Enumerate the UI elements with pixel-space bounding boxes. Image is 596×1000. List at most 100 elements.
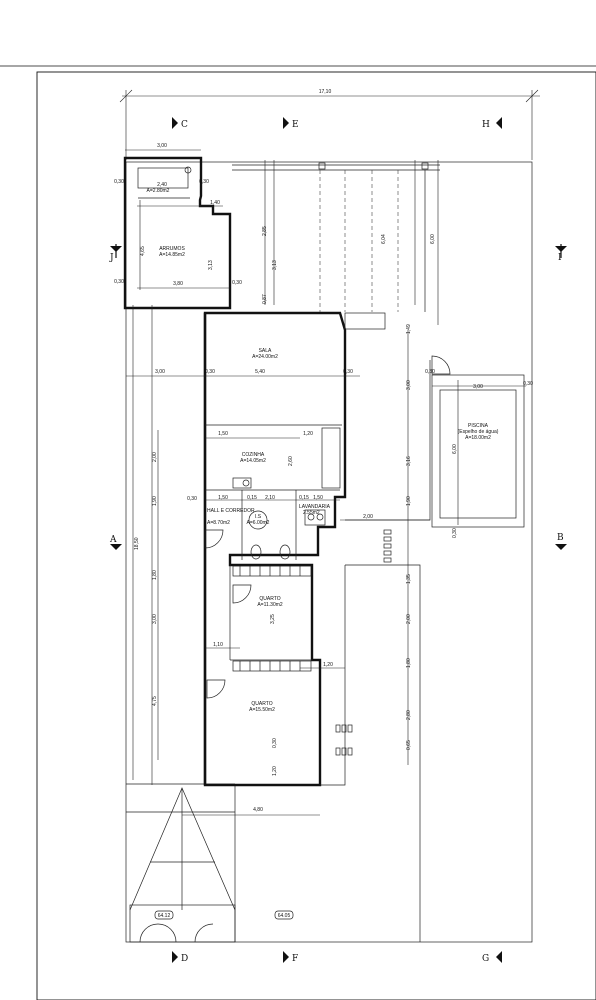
svg-text:G: G — [482, 954, 489, 964]
sheet-border — [36, 71, 596, 1000]
section-marker-a: A — [109, 535, 122, 550]
svg-text:H: H — [482, 120, 490, 130]
gazebo — [129, 787, 236, 943]
dim-2-00-a: 2,00 — [152, 452, 158, 462]
dim-wall-8: 0,30 — [425, 369, 435, 375]
dim-3-80: 3,80 — [173, 281, 183, 287]
dim-1-35: 1,35 — [406, 574, 412, 584]
dim-2-85: 2,85 — [262, 226, 268, 236]
is-name: I.S — [255, 514, 262, 520]
svg-text:PISCINA: PISCINA — [468, 423, 489, 429]
dim-6-00-b: 6,00 — [452, 444, 458, 454]
dim-1-20-b: 1,20 — [323, 662, 333, 668]
cozinha-area: A=14.05m2 — [240, 458, 266, 464]
dim-1-40: 1,40 — [210, 200, 220, 206]
dim-1-50-c: 1,50 — [313, 495, 323, 501]
svg-text:F: F — [292, 954, 298, 964]
dim-2-80: 2,80 — [406, 710, 412, 720]
pergola — [232, 162, 440, 312]
stepping-stones — [335, 529, 392, 756]
svg-text:I: I — [558, 253, 562, 263]
dim-wall-6: 0,30 — [343, 369, 353, 375]
svg-text:ARRUMOS: ARRUMOS — [159, 246, 185, 252]
dimension-lines — [125, 149, 526, 816]
quarto1-area: A=11.30m2 — [257, 602, 283, 608]
dim-3-00-b: 3,00 — [152, 614, 158, 624]
dim-2-00-path: 2,00 — [363, 514, 373, 520]
section-marker-b: B — [555, 533, 567, 550]
svg-text:A=2.80m2: A=2.80m2 — [147, 188, 170, 194]
dim-wall-10: 0,30 — [272, 738, 278, 748]
dim-3-00-c: 3,00 — [406, 380, 412, 390]
svg-text:E: E — [292, 120, 299, 130]
section-marker-g: G — [482, 951, 502, 964]
quarto2-area: A=15.50m2 — [249, 707, 275, 713]
dim-0-65: 0,65 — [406, 740, 412, 750]
lavandaria-area: 2.55m2 — [303, 510, 320, 516]
section-marker-i: I — [555, 244, 567, 263]
sala-name: SALA — [259, 348, 272, 354]
dim-1-90: 1,90 — [152, 496, 158, 506]
dim-1-50-a: 1,50 — [218, 431, 228, 437]
dim-4-75: 4,75 — [152, 696, 158, 706]
dim-1-10: 1,10 — [213, 642, 223, 648]
dim-1-90-b: 1,90 — [406, 496, 412, 506]
cozinha-name: COZINHA — [242, 452, 265, 458]
dim-3-16: 3,16 — [406, 456, 412, 466]
sala-area: A=24.00m2 — [252, 354, 278, 360]
dim-wall-5: 0,30 — [205, 369, 215, 375]
svg-text:64.05: 64.05 — [278, 913, 291, 919]
dim-18-50: 18,50 — [134, 537, 140, 550]
svg-text:A=18.00m2: A=18.00m2 — [465, 435, 491, 441]
level-mark-2: 64.05 — [274, 910, 294, 920]
svg-text:A=14.85m2: A=14.85m2 — [159, 252, 185, 258]
dim-1-80-b: 1,80 — [406, 658, 412, 668]
hall-area: A=8.70m2 — [207, 520, 230, 526]
door-swings — [204, 355, 451, 699]
dim-0-15-b: 0,15 — [299, 495, 309, 501]
svg-text:J: J — [109, 253, 114, 263]
dim-6-04: 6,04 — [381, 234, 387, 244]
dim-5-40: 5,40 — [255, 369, 265, 375]
section-marker-e: E — [283, 117, 299, 130]
bathroom-fixtures — [232, 477, 326, 560]
dim-1-80-a: 1,80 — [152, 570, 158, 580]
hall-name: HALL E CORREDOR — [207, 508, 255, 514]
kitchen-counter — [321, 427, 341, 489]
dim-wall-3: 0,30 — [114, 279, 124, 285]
dim-wall-7: 0,30 — [187, 496, 197, 502]
level-mark-1: 64.12 — [154, 910, 174, 920]
dim-wall-2: 0,30 — [199, 179, 209, 185]
dim-wall-9: 0,30 — [523, 381, 533, 387]
dim-1-49: 1,49 — [406, 324, 412, 334]
dim-arrumos-width: 3,00 — [157, 143, 167, 149]
dim-wall-1: 0,30 — [114, 179, 124, 185]
svg-text:64.12: 64.12 — [158, 913, 171, 919]
pool: PISCINA (Espelho de água) A=18.00m2 — [431, 374, 525, 528]
dim-1-20-a: 1,20 — [303, 431, 313, 437]
dim-4-65: 4,65 — [140, 246, 146, 256]
section-marker-h: H — [482, 117, 502, 130]
lavandaria-name: LAVANDARIA — [299, 504, 331, 510]
dim-6-00-a: 6,00 — [430, 234, 436, 244]
dim-2-00-b: 2,00 — [406, 614, 412, 624]
section-marker-c: C — [172, 117, 188, 130]
svg-text:D: D — [181, 954, 188, 964]
quarto2-name: QUARTO — [251, 701, 272, 707]
dim-wall-4: 0,30 — [232, 280, 242, 286]
garden-paths — [320, 360, 431, 942]
svg-text:C: C — [181, 120, 188, 130]
svg-text:B: B — [557, 533, 564, 543]
dim-4-80: 4,80 — [253, 807, 263, 813]
overall-width-dimension: 17,10 — [119, 89, 540, 160]
dim-1-50-b: 1,50 — [218, 495, 228, 501]
dim-wc-width: 2,40 — [157, 182, 167, 188]
dim-3-00-sala: 3,00 — [155, 369, 165, 375]
dim-1-20-c: 1,20 — [272, 766, 278, 776]
dim-0-15-a: 0,15 — [247, 495, 257, 501]
section-marker-d: D — [172, 951, 188, 964]
wardrobe-upper — [232, 565, 312, 577]
dim-3-00-pool: 3,00 — [473, 384, 483, 390]
dim-2-10: 2,10 — [265, 495, 275, 501]
